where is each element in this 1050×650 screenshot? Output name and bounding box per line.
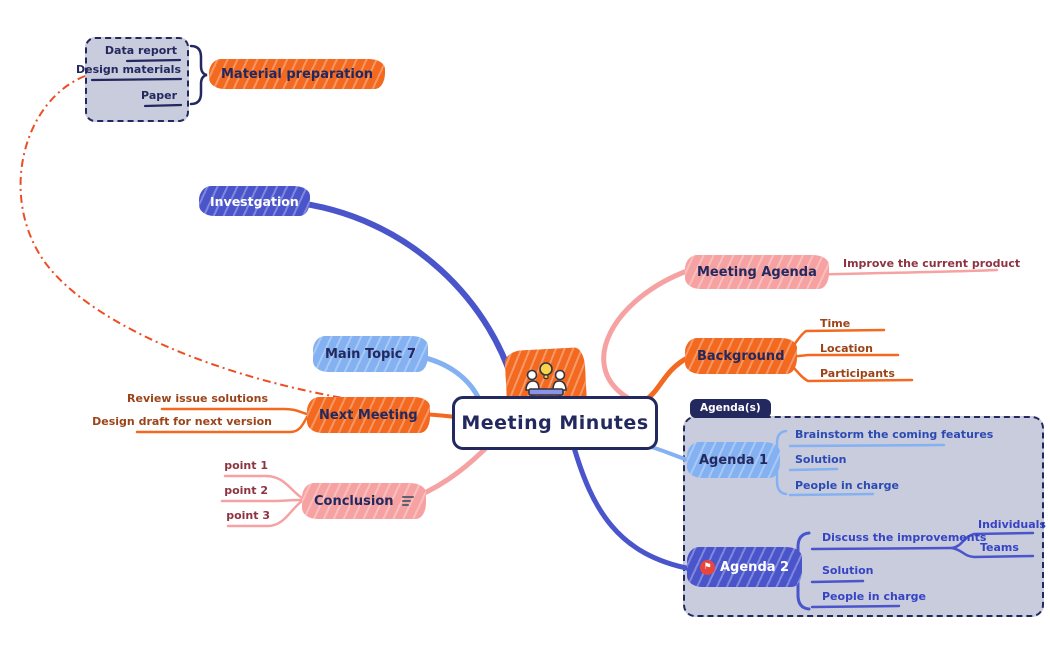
child-individuals[interactable]: Individuals — [978, 518, 1046, 531]
meeting-icon — [525, 362, 567, 399]
topic-background-label: Background — [697, 348, 785, 364]
material-item-design-materials[interactable]: Design materials — [76, 63, 181, 76]
topic-material-preparation-label: Material preparation — [221, 66, 374, 82]
child-participants[interactable]: Participants — [820, 367, 895, 380]
branch-meeting-agenda — [601, 268, 690, 401]
notes-icon — [401, 496, 414, 506]
topic-background[interactable]: Background — [685, 338, 797, 374]
material-item-paper[interactable]: Paper — [141, 89, 177, 102]
topic-agenda1[interactable]: Agenda 1 — [687, 442, 781, 478]
child-improve-product[interactable]: Improve the current product — [843, 257, 1021, 270]
child-point-1[interactable]: point 1 — [224, 459, 268, 472]
topic-investigation-label: Investgation — [210, 193, 299, 209]
child-design-draft[interactable]: Design draft for next version — [92, 415, 272, 428]
topic-next-meeting-label: Next Meeting — [319, 407, 418, 423]
material-brace — [189, 44, 208, 106]
topic-agenda1-label: Agenda 1 — [699, 452, 769, 468]
topic-main7[interactable]: Main Topic 7 — [313, 336, 429, 372]
child-time[interactable]: Time — [820, 317, 851, 330]
branch-agenda2 — [570, 441, 694, 572]
topic-next-meeting[interactable]: Next Meeting — [307, 397, 430, 433]
topic-meeting-agenda-label: Meeting Agenda — [697, 264, 817, 280]
child-location[interactable]: Location — [820, 342, 873, 355]
child-point-3[interactable]: point 3 — [226, 509, 270, 522]
topic-conclusion-label: Conclusion — [314, 493, 394, 509]
topic-investigation[interactable]: Investgation — [199, 186, 310, 216]
flag-icon: ⚑ — [700, 559, 715, 575]
topic-material-preparation[interactable]: Material preparation — [209, 59, 386, 89]
topic-agenda2-label: Agenda 2 — [720, 559, 790, 575]
branch-background — [643, 354, 692, 403]
agendas-group-label[interactable]: Agenda(s) — [690, 399, 771, 418]
central-topic-label: Meeting Minutes — [461, 412, 649, 434]
child-discuss-improvements[interactable]: Discuss the improvements — [822, 531, 987, 544]
child-teams[interactable]: Teams — [980, 541, 1019, 554]
topic-agenda2[interactable]: ⚑ Agenda 2 — [687, 547, 803, 587]
material-item-data-report[interactable]: Data report — [104, 44, 177, 57]
child-agenda1-solution[interactable]: Solution — [795, 453, 847, 466]
relationship-line — [19, 75, 389, 406]
central-topic[interactable]: Meeting Minutes — [452, 396, 658, 450]
child-brainstorm-features[interactable]: Brainstorm the coming features — [795, 428, 994, 441]
topic-main7-label: Main Topic 7 — [325, 346, 417, 362]
child-agenda2-people[interactable]: People in charge — [822, 590, 926, 603]
topic-conclusion[interactable]: Conclusion — [302, 483, 426, 519]
topic-meeting-agenda[interactable]: Meeting Agenda — [685, 255, 829, 289]
child-agenda2-solution[interactable]: Solution — [822, 564, 874, 577]
branch-conclusion — [413, 441, 493, 500]
child-point-2[interactable]: point 2 — [224, 484, 268, 497]
child-agenda1-people[interactable]: People in charge — [795, 479, 899, 492]
child-review-issue-solutions[interactable]: Review issue solutions — [127, 392, 268, 405]
